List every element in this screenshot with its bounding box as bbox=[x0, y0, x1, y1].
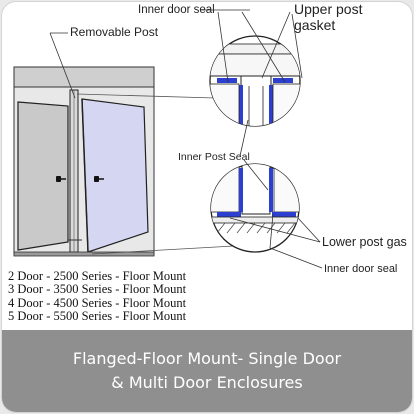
upper-post-gasket-right bbox=[273, 78, 293, 83]
left-door bbox=[17, 101, 69, 251]
post-seal-left bbox=[239, 85, 243, 125]
lower-post-gasket-right bbox=[272, 212, 296, 217]
series-item-5-door: 5 Door - 5500 Series - Floor Mount bbox=[8, 309, 187, 324]
lower-seal-right bbox=[269, 168, 273, 212]
upper-post-gasket-left bbox=[217, 78, 237, 83]
enclosure-diagram: Removable Post bbox=[13, 2, 407, 275]
floor-flange bbox=[13, 251, 155, 257]
series-list: 2 Door - 2500 Series - Floor Mount 3 Doo… bbox=[8, 269, 187, 324]
lower-post-detail bbox=[210, 163, 300, 253]
removable-post-label: Removable Post bbox=[70, 25, 159, 39]
caption-line-1: Flanged-Floor Mount- Single Door bbox=[72, 349, 342, 368]
caption-line-2: & Multi Door Enclosures bbox=[111, 373, 303, 392]
top-detail-leader bbox=[76, 93, 216, 99]
series-item-2-door: 2 Door - 2500 Series - Floor Mount bbox=[8, 269, 187, 283]
upper-post-gasket-label: Upper post bbox=[294, 2, 363, 17]
upper-post-gasket-label-line2: gasket bbox=[294, 17, 335, 33]
left-door-handle bbox=[56, 176, 61, 182]
right-door-open bbox=[81, 98, 149, 253]
series-item-4-door: 4 Door - 4500 Series - Floor Mount bbox=[8, 295, 187, 310]
series-item-3-door: 3 Door - 3500 Series - Floor Mount bbox=[8, 282, 187, 297]
inner-door-seal-top-label: Inner door seal bbox=[138, 4, 215, 16]
right-door-handle bbox=[94, 176, 99, 182]
inner-post-seal-label: Inner Post Seal bbox=[178, 151, 250, 163]
upper-post-detail bbox=[209, 35, 301, 127]
post-seal-right bbox=[269, 85, 273, 125]
enclosure-header bbox=[13, 66, 155, 88]
caption-banner[interactable]: Flanged-Floor Mount- Single Door & Multi… bbox=[2, 330, 412, 412]
lower-post-gasket-label: Lower post gas bbox=[322, 235, 407, 249]
inner-door-seal-bottom-label: Inner door seal bbox=[324, 263, 397, 275]
enclosure-front-view bbox=[13, 66, 155, 257]
bottom-detail-leader bbox=[91, 245, 235, 255]
lower-post-gasket-left bbox=[217, 212, 241, 217]
lower-seal-left bbox=[239, 168, 243, 212]
